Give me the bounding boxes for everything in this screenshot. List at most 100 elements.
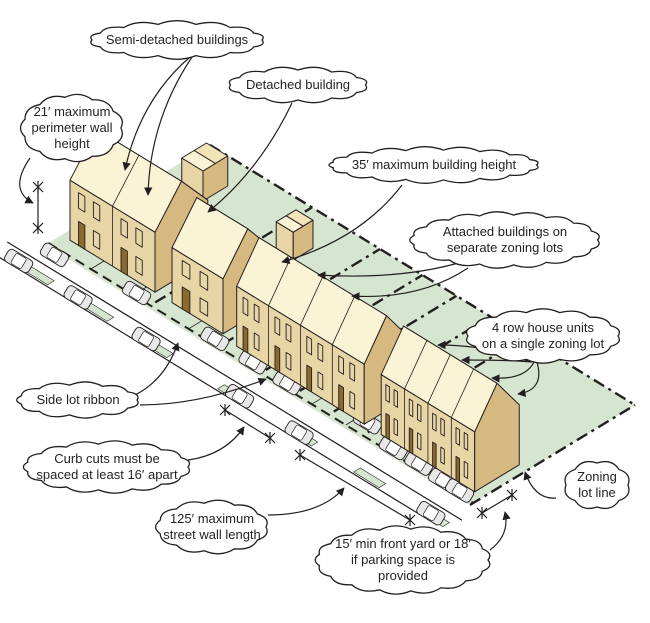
car-roof <box>138 331 154 347</box>
side-lot-line <box>469 403 636 507</box>
window <box>408 398 414 418</box>
window <box>253 303 260 324</box>
car-roof <box>206 330 223 347</box>
callout-text: 15′ min front yard or 18′ <box>335 536 471 551</box>
dimension-mark <box>506 489 518 501</box>
parked-car <box>445 478 475 503</box>
car-roof <box>423 505 439 522</box>
door <box>455 455 460 483</box>
leader-lot-line <box>523 471 557 499</box>
dimension-mark <box>32 181 44 193</box>
street-car <box>416 501 446 526</box>
window <box>181 259 191 280</box>
roof-division <box>300 276 324 326</box>
parked-car <box>122 280 152 306</box>
street-car <box>4 248 34 274</box>
callout-text: separate zoning lots <box>446 240 564 255</box>
door <box>408 427 414 455</box>
roof-division <box>112 155 140 207</box>
callout-text: Semi-detached buildings <box>105 32 249 47</box>
leader-curb <box>187 426 245 461</box>
callout-text: spaced at least 16′ apart <box>36 467 178 482</box>
roof-division <box>268 257 292 306</box>
callout-text: Detached building <box>245 77 351 92</box>
cloud-semi-detached <box>90 20 264 60</box>
cloud-curb-cuts <box>22 440 191 494</box>
cloud-perimeter-wall <box>19 93 123 163</box>
door <box>306 364 313 393</box>
callout-semi-detached: Semi-detached buildings <box>106 32 248 48</box>
building-layer <box>69 128 520 493</box>
callout-text: 35′ maximum building height <box>351 157 517 172</box>
window <box>199 270 209 291</box>
cloud-side-lot <box>16 381 139 419</box>
window <box>463 432 469 451</box>
window <box>120 218 128 239</box>
window <box>416 432 422 451</box>
cloud-detached <box>228 66 368 104</box>
callout-text: if parking space is <box>350 552 456 567</box>
callout-text: Curb cuts must be <box>54 451 160 466</box>
callout-front-yard: 15′ min front yard or 18′if parking spac… <box>335 536 471 584</box>
window <box>242 296 249 317</box>
dimension-mark <box>219 404 231 416</box>
window <box>92 201 101 222</box>
callout-building-height: 35′ maximum building height <box>352 157 516 173</box>
window <box>349 362 356 382</box>
door <box>432 441 437 469</box>
door <box>385 413 390 441</box>
leader-semi-1 <box>122 56 191 171</box>
row-house-building <box>380 325 520 493</box>
window <box>285 351 292 371</box>
street-car <box>131 326 161 352</box>
cloud-attached <box>409 211 600 269</box>
street-car <box>225 384 255 409</box>
window <box>455 427 460 446</box>
leader-front-yard <box>489 511 511 551</box>
roof-front <box>275 215 304 233</box>
leader-semi-2 <box>144 56 193 196</box>
window <box>393 389 399 408</box>
leader-side-lot-2 <box>139 377 267 406</box>
cloud-lot-line <box>564 460 630 510</box>
window <box>338 355 344 375</box>
cloud-front-yard <box>314 525 491 595</box>
car-roof <box>291 424 307 441</box>
window <box>135 227 143 248</box>
callout-text: Zoning <box>577 469 617 484</box>
callout-text: height <box>54 136 90 151</box>
window <box>440 417 445 437</box>
window <box>199 297 209 317</box>
driveway-edge <box>90 260 105 270</box>
callout-text: provided <box>378 568 428 583</box>
car-roof <box>128 285 145 301</box>
planting-strip <box>353 467 387 488</box>
leader-row-3 <box>491 361 535 383</box>
door <box>242 325 249 354</box>
callout-text: lot line <box>578 485 616 500</box>
window <box>317 371 324 391</box>
window <box>393 418 399 437</box>
attached-row-buildings <box>236 237 410 425</box>
car-roof <box>46 246 63 263</box>
window <box>253 332 260 352</box>
car-roof <box>70 289 86 306</box>
window <box>349 390 356 410</box>
leader-perimeter <box>19 157 34 204</box>
car-roof <box>451 482 468 499</box>
dimension-mark <box>404 514 416 526</box>
window <box>135 256 143 276</box>
leader-side-lot-1 <box>134 342 180 396</box>
door <box>274 345 281 373</box>
roof-front <box>181 150 216 172</box>
leader-row-4 <box>517 361 540 398</box>
callout-text: 125′ maximum <box>169 511 255 526</box>
leader-row-2 <box>461 355 533 365</box>
window <box>463 460 469 479</box>
